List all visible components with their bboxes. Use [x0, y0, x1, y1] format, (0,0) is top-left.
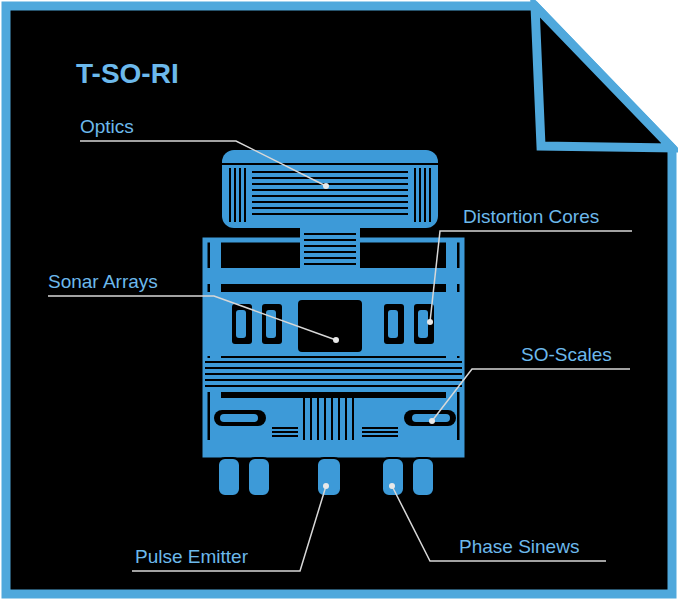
leader-lines	[48, 141, 632, 571]
folded-corner	[535, 6, 672, 148]
part-label: Optics	[80, 116, 134, 138]
part-label: Distortion Cores	[463, 206, 599, 228]
diagram-title: T-SO-RI	[76, 58, 179, 90]
part-label: SO-Scales	[521, 344, 612, 366]
part-label: Sonar Arrays	[48, 271, 158, 293]
part-label: Phase Sinews	[459, 536, 579, 558]
leader-dots	[323, 183, 435, 489]
device-drawing	[205, 150, 462, 496]
part-label: Pulse Emitter	[135, 546, 248, 568]
card-outline	[6, 6, 672, 594]
